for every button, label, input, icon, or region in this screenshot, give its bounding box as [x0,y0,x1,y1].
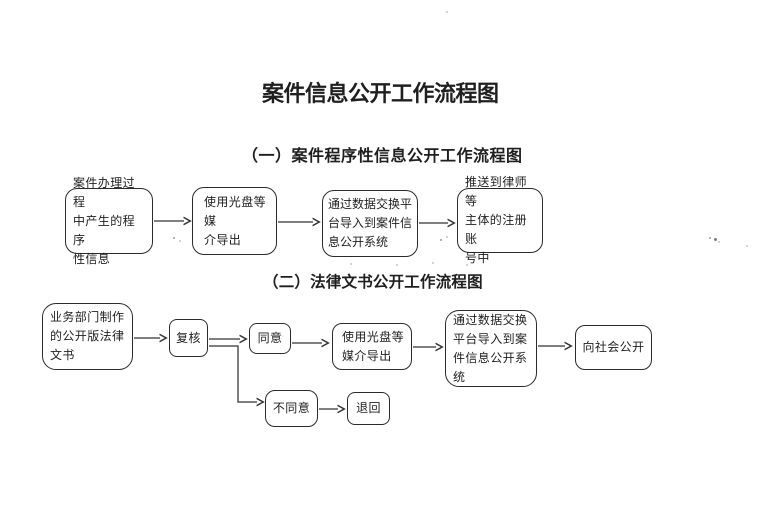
flow2-node-return: 退回 [347,392,390,425]
scan-speck [718,241,720,243]
flow1-node-platform-import: 通过数据交换平 台导入到案件信 息公开系统 [322,190,418,257]
scan-speck [432,262,434,264]
flow2-node-draft-document: 业务部门制作 的公开版法律 文书 [42,303,133,370]
scan-speck [446,236,448,238]
scan-speck [396,264,398,266]
scan-speck [350,263,352,265]
scan-speck [179,240,181,242]
section1-heading: （一）案件程序性信息公开工作流程图 [242,146,523,165]
flow1-node-disc-export: 使用光盘等媒 介导出 [192,187,277,255]
scan-speck [446,11,448,13]
scan-speck [709,237,711,239]
scan-speck [714,238,717,241]
flow2-node-disagree: 不同意 [265,390,318,427]
section2-heading: （二）法律文书公开工作流程图 [263,273,483,291]
page-title: 案件信息公开工作流程图 [262,82,499,107]
flow2-node-disc-export: 使用光盘等 媒介导出 [332,323,412,370]
scan-speck [466,264,468,266]
flow2-node-publish: 向社会公开 [575,325,652,370]
flow2-node-agree: 同意 [249,323,291,354]
flow2-node-platform-import: 通过数据交换 平台导入到案 件信息公开系 统 [445,310,537,387]
scan-speck [440,239,442,241]
flow1-node-push-to-lawyers: 推送到律师等 主体的注册账 号中 [457,175,543,265]
arrow-f2-review-disagree [209,345,257,402]
scan-speck [746,245,748,247]
scan-speck [173,237,175,239]
flow2-node-review: 复核 [169,319,208,357]
flow1-node-source-info: 案件办理过程 中产生的程序 性信息 [65,176,153,266]
